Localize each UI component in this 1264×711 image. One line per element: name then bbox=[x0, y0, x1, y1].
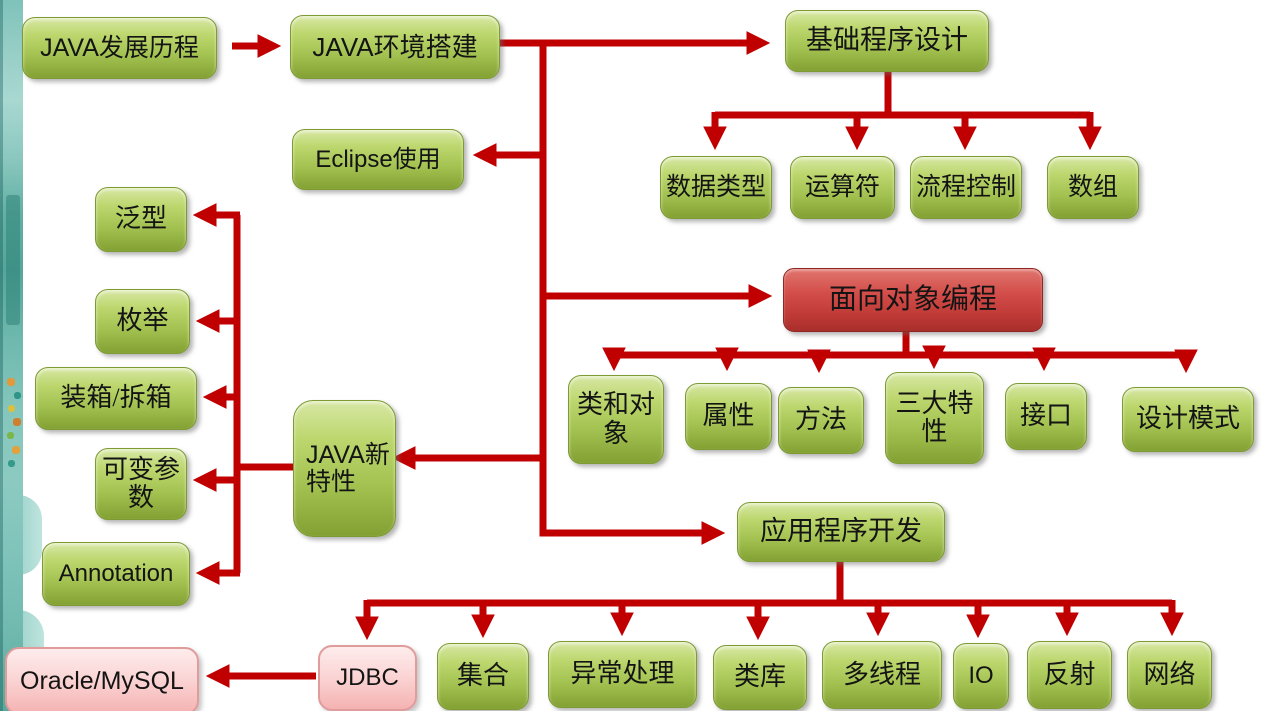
node-label: 异常处理 bbox=[570, 659, 675, 689]
node-label: 网络 bbox=[1143, 659, 1196, 689]
node-reflection: 反射 bbox=[1027, 641, 1112, 709]
node-label: Oracle/MySQL bbox=[20, 666, 184, 695]
node-label: 应用程序开发 bbox=[760, 516, 922, 547]
node-label: 基础程序设计 bbox=[806, 25, 968, 56]
node-label: 装箱/拆箱 bbox=[60, 383, 172, 413]
node-java-history: JAVA发展历程 bbox=[22, 17, 217, 79]
strip-confetti-orange1 bbox=[7, 378, 15, 386]
node-label: 运算符 bbox=[804, 174, 880, 201]
node-multithreading: 多线程 bbox=[822, 641, 942, 709]
node-oracle-mysql: Oracle/MySQL bbox=[5, 647, 199, 711]
node-label: JDBC bbox=[336, 664, 399, 692]
node-label: 反射 bbox=[1043, 659, 1096, 689]
node-jdbc: JDBC bbox=[318, 645, 417, 711]
node-boxing: 装箱/拆箱 bbox=[35, 367, 197, 430]
node-label: 流程控制 bbox=[915, 174, 1016, 201]
strip-patch-dark bbox=[6, 195, 20, 325]
node-java-env: JAVA环境搭建 bbox=[290, 15, 500, 79]
node-label: Eclipse使用 bbox=[315, 145, 441, 173]
node-class-library: 类库 bbox=[713, 645, 807, 710]
node-label: Annotation bbox=[58, 560, 174, 588]
node-exception-handling: 异常处理 bbox=[548, 641, 697, 708]
node-label: 类库 bbox=[733, 662, 786, 692]
strip-confetti-teal2 bbox=[8, 460, 15, 467]
node-label: IO bbox=[968, 662, 994, 690]
node-collections: 集合 bbox=[437, 643, 529, 710]
node-label: 接口 bbox=[1019, 401, 1072, 431]
node-operators: 运算符 bbox=[790, 156, 895, 219]
node-label: 枚举 bbox=[116, 306, 169, 336]
node-arrays: 数组 bbox=[1047, 156, 1139, 219]
node-label: JAVA环境搭建 bbox=[312, 31, 478, 62]
node-generics: 泛型 bbox=[95, 187, 187, 252]
node-label: 类和对象 bbox=[576, 390, 655, 448]
node-network: 网络 bbox=[1127, 641, 1212, 709]
node-varargs: 可变参数 bbox=[95, 448, 187, 520]
node-label: 数据类型 bbox=[665, 174, 766, 201]
node-app-dev: 应用程序开发 bbox=[737, 502, 945, 562]
node-java-features: JAVA新特性 bbox=[293, 400, 396, 537]
node-basic-programming: 基础程序设计 bbox=[785, 10, 989, 72]
node-label: 多线程 bbox=[842, 659, 921, 689]
node-attributes: 属性 bbox=[685, 383, 772, 450]
node-eclipse: Eclipse使用 bbox=[292, 129, 464, 190]
node-design-patterns: 设计模式 bbox=[1122, 387, 1254, 452]
node-oop: 面向对象编程 bbox=[783, 268, 1043, 332]
node-flow-control: 流程控制 bbox=[910, 156, 1022, 219]
node-label: 可变参数 bbox=[101, 454, 180, 512]
node-three-features: 三大特性 bbox=[885, 372, 984, 464]
strip-confetti-teal1 bbox=[14, 392, 21, 399]
node-io: IO bbox=[953, 643, 1009, 709]
left-strip-decoration bbox=[0, 0, 23, 711]
node-interfaces: 接口 bbox=[1005, 383, 1087, 450]
node-enums: 枚举 bbox=[95, 289, 190, 354]
node-label: JAVA发展历程 bbox=[40, 33, 199, 62]
node-label: 面向对象编程 bbox=[828, 283, 997, 315]
node-label: 三大特性 bbox=[895, 388, 974, 446]
node-label: 属性 bbox=[702, 401, 755, 431]
node-label: 设计模式 bbox=[1135, 404, 1240, 434]
node-label: 泛型 bbox=[114, 204, 167, 234]
strip-confetti-yellow bbox=[8, 405, 15, 412]
node-methods: 方法 bbox=[778, 387, 864, 454]
node-label: JAVA新特性 bbox=[306, 440, 390, 496]
node-label: 数组 bbox=[1067, 174, 1118, 201]
strip-confetti-orange3 bbox=[12, 446, 20, 454]
node-data-types: 数据类型 bbox=[660, 156, 772, 219]
strip-confetti-green bbox=[7, 432, 14, 439]
node-annotation: Annotation bbox=[42, 542, 190, 606]
node-class-object: 类和对象 bbox=[568, 375, 664, 464]
node-label: 方法 bbox=[794, 405, 847, 435]
strip-confetti-orange2 bbox=[13, 418, 21, 426]
node-label: 集合 bbox=[456, 661, 509, 691]
